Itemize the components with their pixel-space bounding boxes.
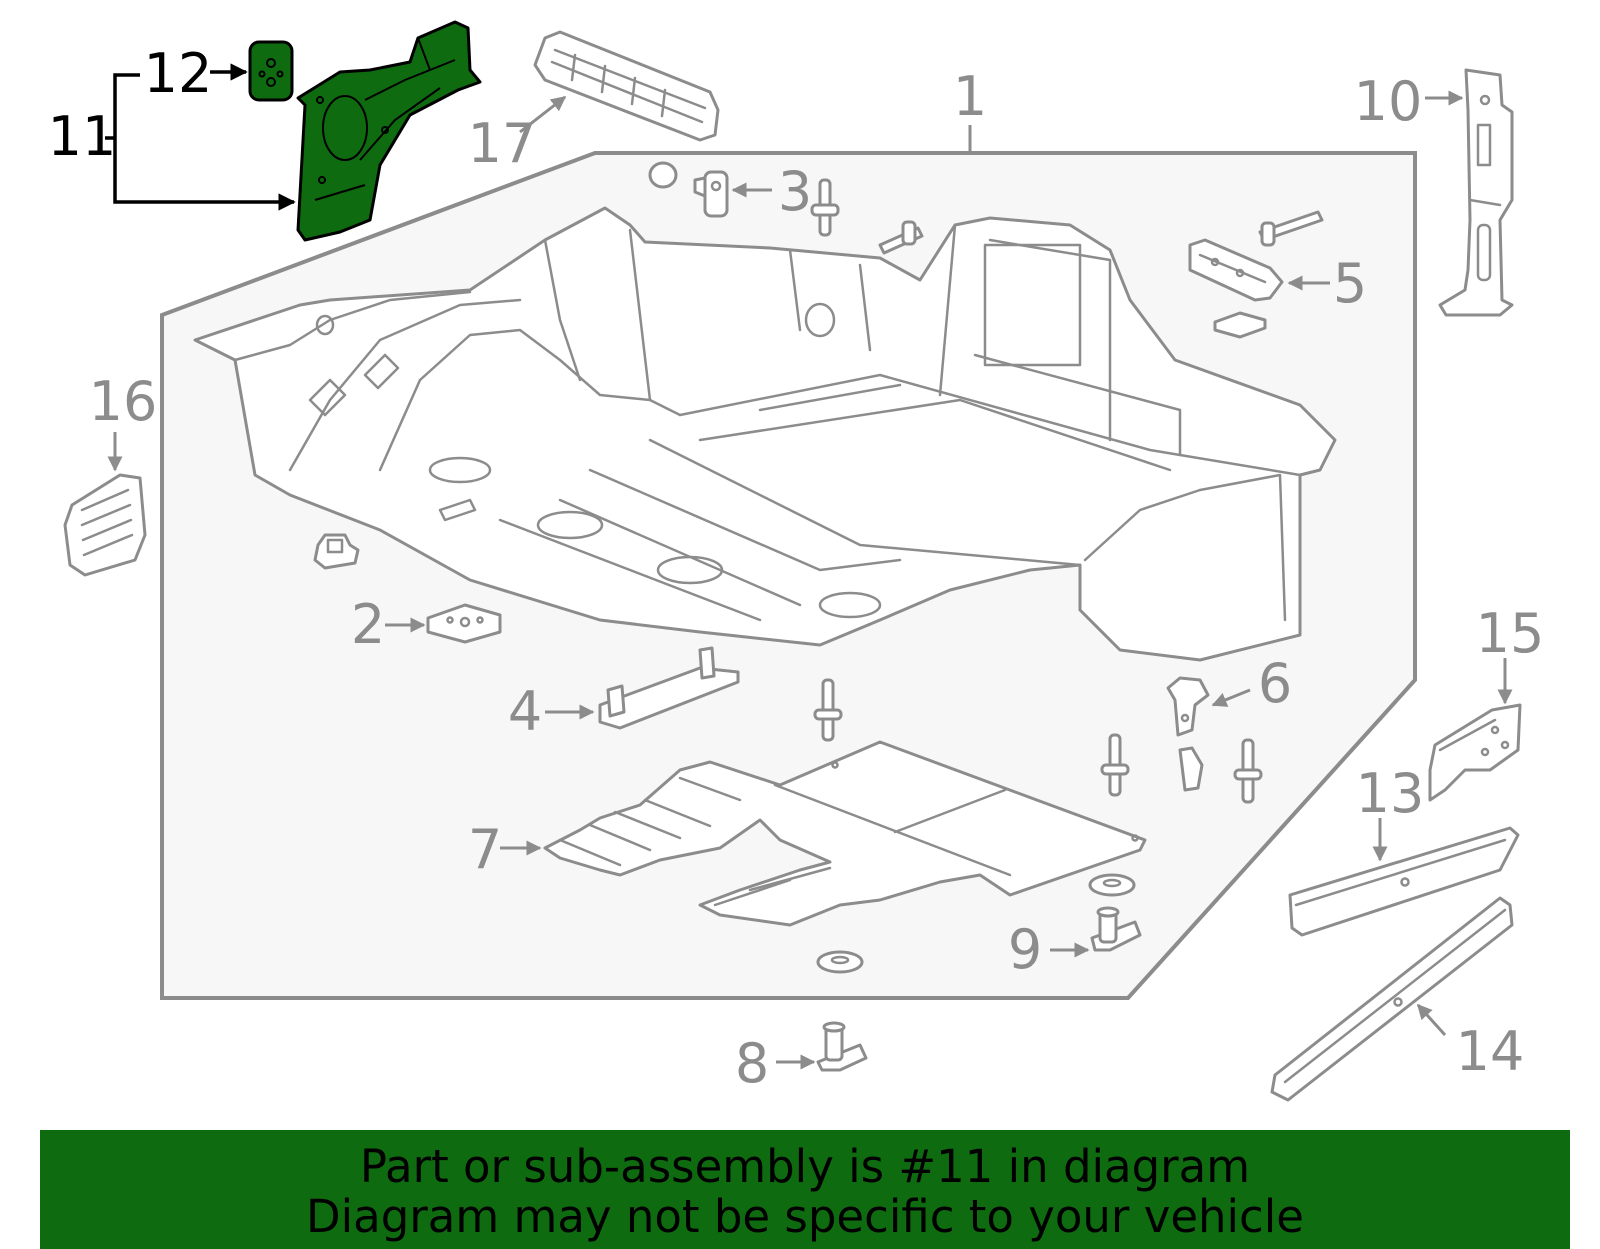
callout-17: 17: [468, 112, 537, 175]
callout-3: 3: [778, 160, 812, 223]
part-15-bracket[interactable]: [1428, 703, 1522, 802]
part-16-vent[interactable]: [63, 473, 147, 577]
mount-block[interactable]: [313, 533, 360, 570]
part-13-rail[interactable]: [1288, 826, 1520, 937]
callout-10: 10: [1354, 70, 1423, 133]
banner-line-2: Diagram may not be specific to your vehi…: [306, 1190, 1304, 1243]
callout-2: 2: [351, 593, 385, 656]
part-17-vent-panel[interactable]: [533, 30, 720, 142]
part-12-highlighted-plate[interactable]: [248, 40, 294, 102]
bolt[interactable]: [1258, 210, 1324, 247]
leader-14: [1416, 1003, 1447, 1037]
part-9-stud[interactable]: [1090, 906, 1142, 952]
part-11-highlighted-reinforcement[interactable]: [296, 20, 482, 242]
callout-8: 8: [735, 1032, 769, 1095]
callout-15: 15: [1476, 602, 1545, 665]
leader-17: [519, 95, 567, 134]
part-4-rail[interactable]: [598, 646, 740, 730]
callout-9: 9: [1008, 918, 1042, 981]
leader-6: [1211, 688, 1251, 707]
info-banner: Part or sub-assembly is #11 in diagram D…: [40, 1130, 1570, 1249]
callout-13: 13: [1356, 762, 1425, 825]
part-8-stud[interactable]: [816, 1021, 868, 1072]
bolt[interactable]: [810, 178, 840, 237]
part-2-mount-plate[interactable]: [426, 603, 502, 644]
callout-7: 7: [468, 818, 502, 881]
banner-line-1: Part or sub-assembly is #11 in diagram: [359, 1140, 1251, 1193]
part-10-pillar-reinforcement[interactable]: [1438, 68, 1514, 317]
callout-11: 11: [48, 105, 117, 168]
callout-6: 6: [1258, 652, 1292, 715]
callout-4: 4: [508, 680, 542, 743]
part-3-clip[interactable]: [648, 161, 729, 218]
bolt[interactable]: [1100, 733, 1130, 797]
bolt[interactable]: [1233, 738, 1263, 804]
part-5-bracket[interactable]: [1188, 238, 1284, 339]
floor-pan-assembly[interactable]: [193, 206, 1337, 662]
part-14-rail[interactable]: [1270, 896, 1514, 1102]
washer[interactable]: [1088, 873, 1136, 897]
part-6-bracket[interactable]: [1166, 676, 1210, 792]
callout-14: 14: [1456, 1020, 1525, 1083]
washer[interactable]: [816, 950, 864, 974]
callout-1: 1: [953, 65, 987, 128]
bolt[interactable]: [813, 678, 843, 742]
callout-16: 16: [89, 370, 158, 433]
callout-12: 12: [144, 42, 213, 105]
bolt[interactable]: [878, 220, 924, 255]
part-7-floor-panel[interactable]: [543, 740, 1147, 927]
callout-5: 5: [1333, 252, 1367, 315]
